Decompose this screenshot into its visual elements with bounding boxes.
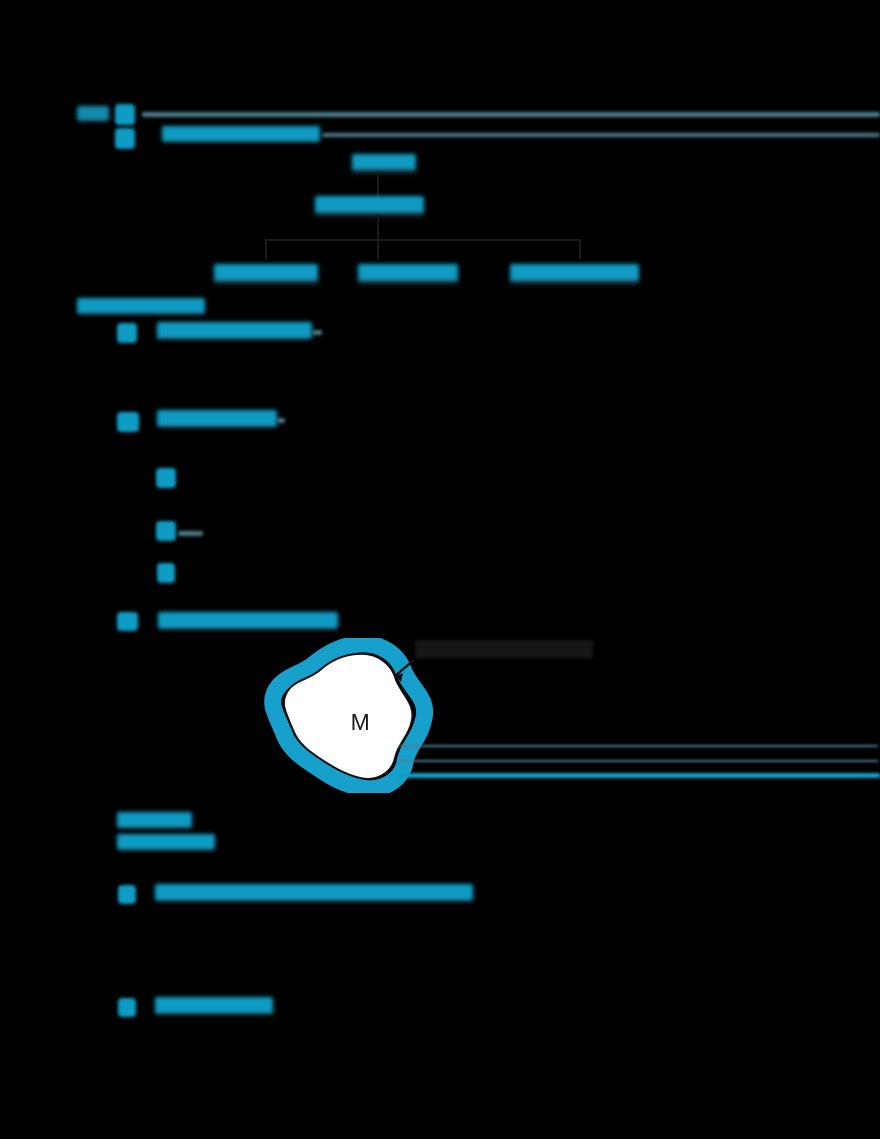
item-2-label: [157, 410, 277, 427]
blob-side-rule-1: [400, 745, 878, 747]
bullet-marker-1: [156, 468, 176, 488]
tree-leaf-2: [358, 264, 458, 281]
tree-leaf-1: [214, 264, 318, 281]
list-marker-subheading: [117, 612, 138, 631]
lower-entry-1-label: [155, 884, 473, 901]
blob-diagram: M: [262, 638, 437, 793]
blob-side-rule-2: [400, 760, 878, 762]
bullet-marker-3: [157, 563, 175, 583]
tree-edge-horizontal-bus: [265, 239, 580, 241]
lower-entry-2-label: [155, 997, 273, 1014]
list-marker-top-1: [115, 104, 135, 125]
lower-heading-line-2: [117, 834, 215, 850]
list-marker-item-1: [117, 323, 137, 343]
blob-halo-stroke: [264, 638, 434, 793]
tree-edge-branch-right: [579, 239, 581, 259]
top-line-2-label: [162, 126, 320, 142]
blob-letter-label: M: [350, 709, 371, 735]
list-marker-item-2: [117, 412, 139, 432]
tree-edge-middle-down: [377, 214, 379, 240]
blob-inner-region: [282, 652, 414, 780]
blob-callout-arrow: [394, 659, 415, 677]
top-line-1-label: [77, 106, 109, 121]
lower-entry-2-marker: [118, 998, 136, 1017]
section-heading: [77, 298, 205, 314]
lower-entry-1-marker: [118, 885, 136, 904]
tree-node-root: [352, 154, 416, 170]
tree-edge-branch-middle: [377, 239, 379, 259]
subheading-label: [158, 612, 338, 629]
list-marker-top-2: [115, 128, 135, 149]
item-2-trailing-rule: [277, 418, 285, 423]
bullet-2-label: [178, 531, 203, 536]
item-1-label: [157, 322, 312, 339]
tree-leaf-3: [510, 264, 639, 281]
tree-node-middle: [315, 196, 424, 213]
top-line-2-trailing-rule: [322, 133, 880, 137]
blob-callout-arrowhead: [395, 673, 403, 682]
blob-callout-label: [415, 640, 593, 658]
tree-edge-root-to-middle: [377, 172, 379, 200]
bullet-marker-2: [156, 521, 176, 541]
lower-heading-line-1: [117, 812, 192, 828]
item-1-trailing-rule: [312, 330, 322, 335]
top-line-1-trailing-rule: [142, 112, 880, 117]
tree-edge-branch-left: [265, 239, 267, 259]
blob-side-rule-3: [398, 773, 880, 778]
